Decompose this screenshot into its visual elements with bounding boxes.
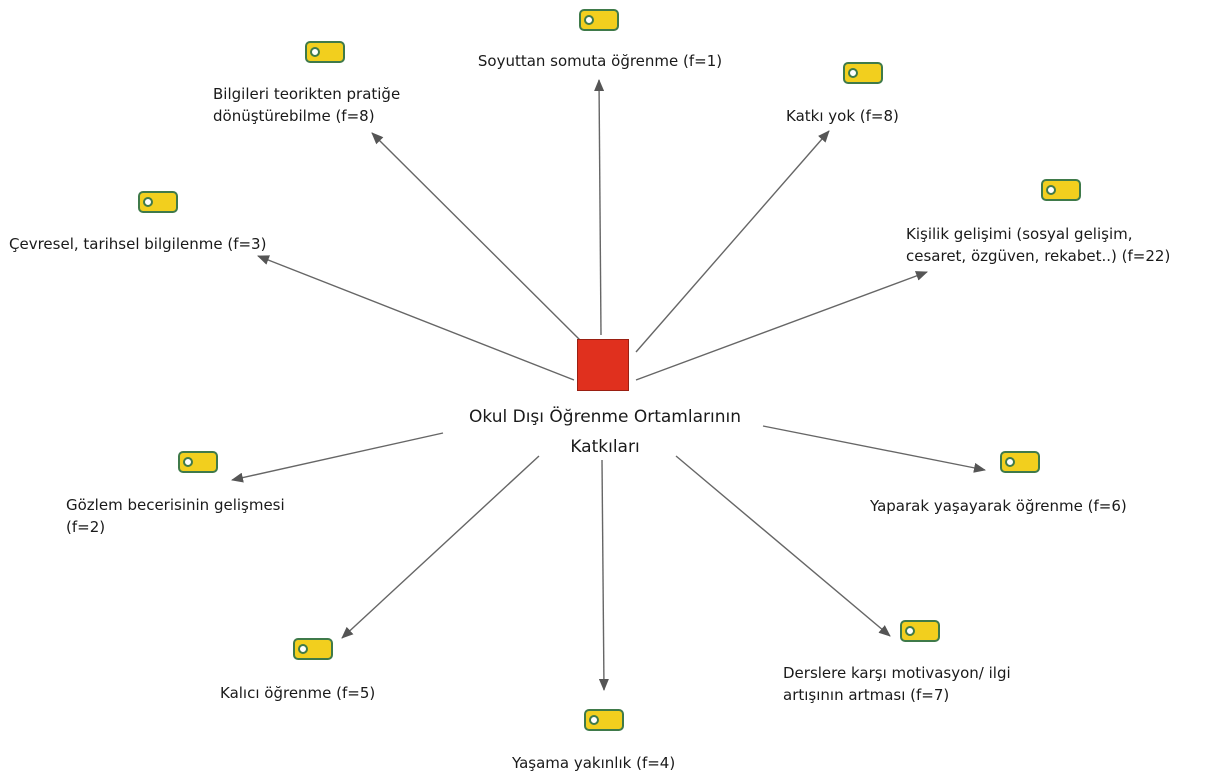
center-label-line-1: Okul Dışı Öğrenme Ortamlarının <box>469 407 741 427</box>
node-label-line: Çevresel, tarihsel bilgilenme (f=3) <box>9 235 267 253</box>
node-label-line: cesaret, özgüven, rekabet..) (f=22) <box>906 247 1171 265</box>
tag-icon <box>138 191 178 213</box>
node-label-derslere: Derslere karşı motivasyon/ ilgi artışını… <box>783 662 1011 706</box>
tag-icon <box>178 451 218 473</box>
edge-kisilik <box>635 271 928 381</box>
node-label-cevresel: Çevresel, tarihsel bilgilenme (f=3) <box>9 233 266 255</box>
node-label-line: Kişilik gelişimi (sosyal gelişim, <box>906 225 1133 243</box>
edge-kalici <box>341 455 540 639</box>
tag-icon <box>293 638 333 660</box>
node-label-bilgileri: Bilgileri teorikten pratiğe dönüştürebil… <box>213 83 400 127</box>
edge-yaparak <box>762 425 986 473</box>
tag-icon <box>584 709 624 731</box>
node-label-yasama: Yaşama yakınlık (f=4) <box>512 752 675 774</box>
center-label: Okul Dışı Öğrenme Ortamlarının Katkıları <box>440 402 770 462</box>
node-label-yaparak: Yaparak yaşayarak öğrenme (f=6) <box>870 495 1127 517</box>
edge-bilgileri <box>371 132 586 346</box>
center-label-line-2: Katkıları <box>570 437 640 457</box>
node-label-line: Derslere karşı motivasyon/ ilgi <box>783 664 1011 682</box>
edge-derslere <box>675 455 891 637</box>
tag-icon <box>1041 179 1081 201</box>
node-label-line: Yaparak yaşayarak öğrenme (f=6) <box>870 497 1127 515</box>
tag-icon <box>579 9 619 31</box>
node-label-line: dönüştürebilme (f=8) <box>213 107 375 125</box>
tag-icon <box>305 41 345 63</box>
node-label-line: Katkı yok (f=8) <box>786 107 899 125</box>
edge-katki-yok <box>635 130 830 353</box>
edge-soyuttan <box>594 79 605 336</box>
center-node <box>577 339 629 391</box>
node-label-line: Gözlem becerisinin gelişmesi <box>66 496 285 514</box>
node-label-line: Bilgileri teorikten pratiğe <box>213 85 401 103</box>
node-label-line: Kalıcı öğrenme (f=5) <box>220 684 376 702</box>
edge-yasama <box>598 459 609 691</box>
node-label-kisilik: Kişilik gelişimi (sosyal gelişim, cesare… <box>906 223 1170 267</box>
node-label-line: artışının artması (f=7) <box>783 686 950 704</box>
tag-icon <box>1000 451 1040 473</box>
tag-icon <box>843 62 883 84</box>
tag-icon <box>900 620 940 642</box>
node-label-gozlem: Gözlem becerisinin gelişmesi (f=2) <box>66 494 285 538</box>
node-label-kalici: Kalıcı öğrenme (f=5) <box>220 682 375 704</box>
node-label-katki-yok: Katkı yok (f=8) <box>786 105 899 127</box>
node-label-line: (f=2) <box>66 518 106 536</box>
edge-cevresel <box>257 255 575 381</box>
edge-gozlem <box>231 432 444 483</box>
node-label-line: Soyuttan somuta öğrenme (f=1) <box>477 52 723 70</box>
node-label-soyuttan: Soyuttan somuta öğrenme (f=1) <box>440 50 760 72</box>
node-label-line: Yaşama yakınlık (f=4) <box>512 754 676 772</box>
